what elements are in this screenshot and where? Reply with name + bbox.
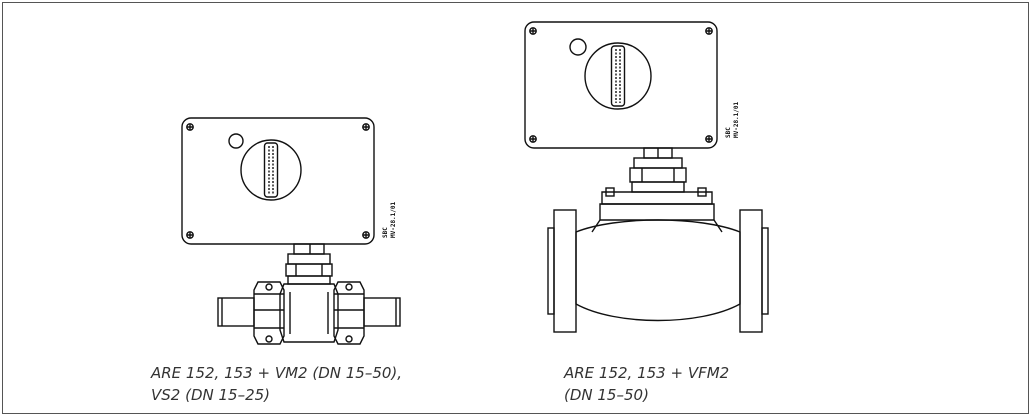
manual-knob-icon — [584, 42, 652, 110]
drawing-code-line2: MV-28.1/01 — [733, 101, 740, 138]
right-valve-svg: SBC MV-28.1/01 — [524, 21, 769, 333]
indicator-light-icon — [569, 38, 587, 56]
right-caption: ARE 152, 153 + VFM2 (DN 15–50) — [564, 362, 844, 406]
drawing-code: SBC MV-28.1/01 — [725, 101, 740, 138]
drawing-code-line1: SBC — [725, 127, 732, 138]
left-valve-svg: SBC MV-28.1/01 — [181, 117, 401, 345]
housing-screw-icon — [186, 123, 370, 239]
right-caption-line1: ARE 152, 153 + VFM2 — [564, 364, 730, 382]
valve-body — [575, 219, 741, 322]
valve-body — [279, 283, 339, 343]
right-caption-line2: (DN 15–50) — [564, 386, 649, 404]
actuator-housing — [181, 117, 375, 245]
left-flange — [553, 209, 577, 333]
left-caption: ARE 152, 153 + VM2 (DN 15–50), VS2 (DN 1… — [151, 362, 481, 406]
right-flange — [739, 209, 763, 333]
left-caption-line1: ARE 152, 153 + VM2 (DN 15–50), — [151, 364, 403, 382]
right-union-nut — [333, 281, 365, 345]
left-caption-line2: VS2 (DN 15–25) — [151, 386, 271, 404]
manual-knob-icon — [240, 139, 302, 201]
right-pipe-tail — [363, 297, 401, 327]
indicator-light-icon — [228, 133, 244, 149]
right-valve-drawing: SBC MV-28.1/01 — [520, 14, 780, 364]
left-valve-drawing: SBC MV-28.1/01 — [150, 110, 410, 355]
housing-screw-icon — [529, 27, 713, 143]
left-pipe-tail — [217, 297, 255, 327]
drawing-code-line1: SBC — [382, 227, 389, 238]
valve-bonnet — [601, 191, 713, 205]
actuator-housing — [524, 21, 718, 149]
actuator-neck — [293, 243, 325, 255]
drawing-code-line2: MV-28.1/01 — [390, 201, 397, 238]
drawing-code: SBC MV-28.1/01 — [382, 201, 397, 238]
